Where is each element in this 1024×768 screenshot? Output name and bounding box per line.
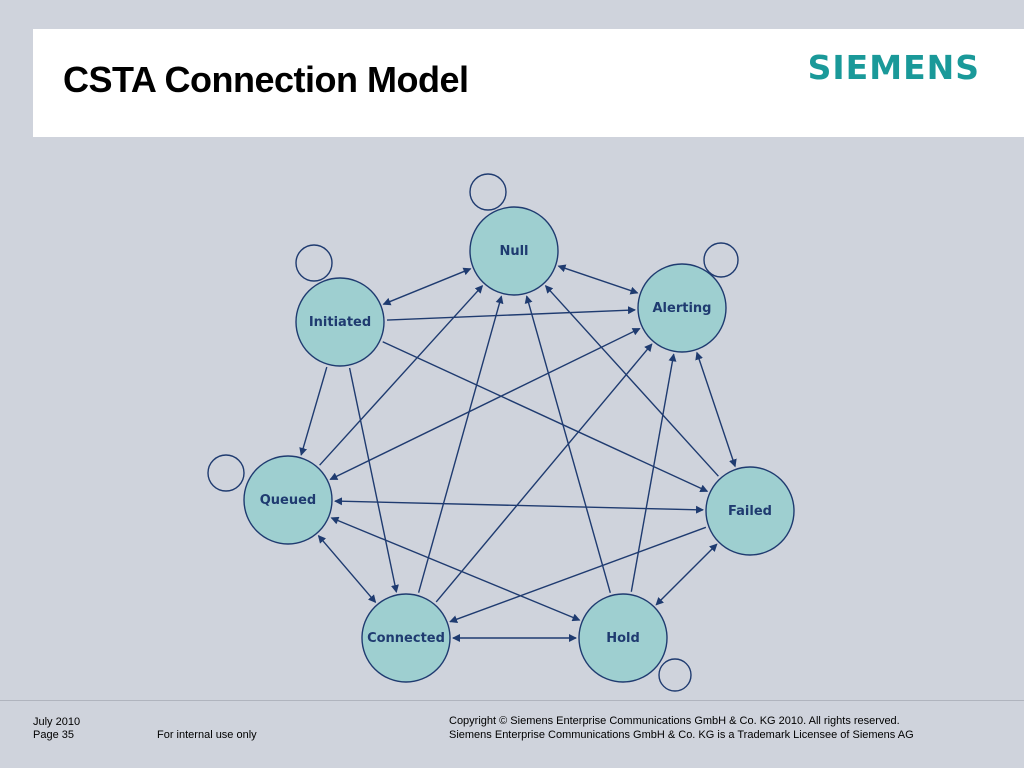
self-loop-queued [207, 454, 245, 492]
footer-trademark: Siemens Enterprise Communications GmbH &… [449, 729, 914, 741]
state-node-hold: Hold [578, 593, 668, 683]
state-circle-hold [578, 593, 668, 683]
state-circle-connected [361, 593, 451, 683]
state-node-connected: Connected [361, 593, 451, 683]
edge-alerting-queued [329, 327, 641, 481]
edge-queued-connected [317, 534, 377, 604]
connection-state-diagram: NullAlertingInitiatedQueuedFailedConnect… [207, 173, 795, 692]
state-circle-alerting [637, 263, 727, 353]
node-layer: NullAlertingInitiatedQueuedFailedConnect… [243, 206, 795, 683]
edge-initiated-alerting [386, 306, 636, 321]
self-loop-layer [207, 173, 739, 692]
footer-divider [0, 700, 1024, 701]
edge-queued-hold [330, 516, 581, 622]
edge-failed-connected [449, 526, 707, 624]
state-circle-null [469, 206, 559, 296]
state-label-connected: Connected [367, 631, 445, 646]
state-label-hold: Hold [606, 631, 640, 646]
footer-page-number: Page 35 [33, 729, 74, 741]
state-label-queued: Queued [260, 493, 317, 508]
footer-copyright: Copyright © Siemens Enterprise Communica… [449, 715, 900, 727]
state-circle-queued [243, 455, 333, 545]
state-node-failed: Failed [705, 466, 795, 556]
siemens-logo: SIEMENS [807, 48, 980, 87]
state-circle-failed [705, 466, 795, 556]
footer-date: July 2010 [33, 716, 81, 728]
edge-connected-alerting [435, 343, 653, 603]
edge-initiated-failed [382, 341, 709, 493]
edge-layer [299, 264, 737, 642]
state-label-failed: Failed [728, 504, 772, 519]
state-circle-initiated [295, 277, 385, 367]
edge-alerting-failed [695, 351, 737, 468]
edge-failed-hold [655, 543, 718, 606]
state-node-initiated: Initiated [295, 277, 385, 367]
state-node-queued: Queued [243, 455, 333, 545]
state-label-null: Null [499, 244, 528, 259]
edge-connected-null [417, 295, 504, 593]
edge-null-alerting [557, 264, 639, 295]
edge-initiated-null [382, 267, 472, 306]
self-loop-initiated [295, 244, 333, 282]
self-loop-hold [658, 658, 692, 692]
self-loop-alerting [703, 242, 739, 278]
state-label-alerting: Alerting [653, 301, 712, 316]
edge-initiated-connected [348, 367, 399, 593]
slide-title: CSTA Connection Model [63, 59, 469, 100]
edge-initiated-queued [299, 366, 328, 456]
state-node-alerting: Alerting [637, 263, 727, 353]
footer-classification: For internal use only [157, 729, 257, 741]
state-node-null: Null [469, 206, 559, 296]
state-label-initiated: Initiated [309, 315, 371, 330]
edge-queued-failed [334, 497, 704, 514]
slide-header: CSTA Connection Model SIEMENS [33, 29, 1024, 137]
self-loop-null [469, 173, 507, 211]
